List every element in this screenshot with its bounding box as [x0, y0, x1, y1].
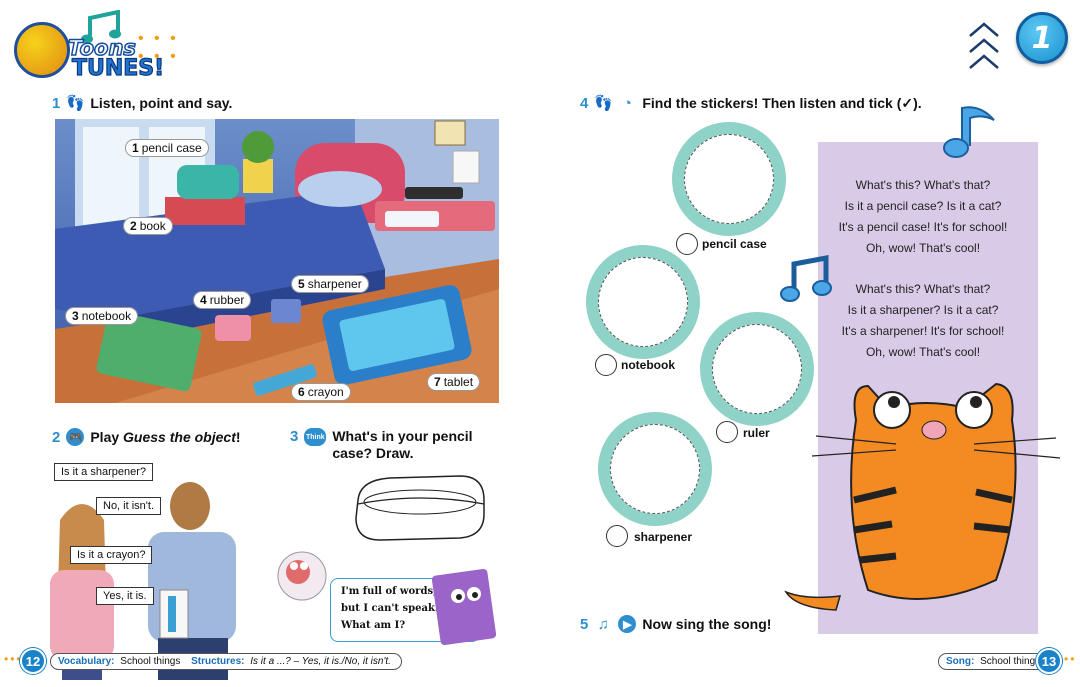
- activity-4-heading: 4 👣 ◔ Find the stickers! Then listen and…: [580, 94, 922, 113]
- lyric-line: What's this? What's that?: [855, 178, 991, 192]
- activity-title: Listen, point and say.: [90, 95, 233, 111]
- footer-dots-right: ••: [1064, 652, 1077, 666]
- book-character: [431, 568, 497, 646]
- vocab-value: School things: [120, 656, 181, 667]
- lyric-line: What's this? What's that?: [855, 282, 991, 296]
- lyric-line: It's a sharpener! It's for school!: [841, 324, 1005, 338]
- activity-number: 2: [52, 428, 61, 446]
- song-value: School things: [980, 656, 1041, 667]
- think-badge: Think: [304, 428, 327, 446]
- sticker-label: ruler: [743, 426, 770, 440]
- tick-box[interactable]: [606, 525, 628, 547]
- activity-title: Play Guess the object!: [90, 429, 241, 445]
- lyric-line: Is it a pencil case? Is it a cat?: [844, 199, 1002, 213]
- page-number-right: 13: [1036, 648, 1062, 674]
- activity-number: 1: [52, 94, 61, 112]
- activity-number: 4: [580, 94, 589, 112]
- footer-dots-left: •••: [4, 652, 23, 666]
- sticker-spot-sharpener[interactable]: [598, 412, 712, 526]
- tick-box[interactable]: [716, 421, 738, 443]
- structures-value: Is it a ...? – Yes, it is./No, it isn't.: [250, 656, 391, 667]
- listen-icon: 👣: [66, 95, 85, 112]
- pencil-case-outline: [355, 475, 485, 541]
- listen-icon: 👣: [594, 95, 613, 112]
- activity-title: Now sing the song!: [642, 616, 772, 632]
- footer-song-info: Song: School things: [938, 653, 1049, 670]
- riddle-line: What am I?: [341, 620, 406, 631]
- tick-box[interactable]: [595, 354, 617, 376]
- mascot-character: [277, 551, 327, 601]
- lyric-line: It's a pencil case! It's for school!: [838, 220, 1008, 234]
- lyric-line: Oh, wow! That's cool!: [865, 241, 981, 255]
- vocab-key: Vocabulary:: [58, 656, 115, 667]
- tick-box[interactable]: [676, 233, 698, 255]
- sticker-icon: ◔: [622, 94, 632, 112]
- logo-line2: TUNES!: [68, 55, 169, 82]
- music-icon: ♫: [597, 615, 609, 633]
- riddle-line: but I can't speak.: [341, 603, 439, 614]
- music-note-icon: [81, 10, 121, 44]
- play-icon[interactable]: ▶: [618, 615, 637, 633]
- logo-dots: • • • • • •: [138, 30, 179, 65]
- music-notes-icon: [780, 254, 832, 302]
- speech-bubble: Is it a crayon?: [70, 546, 153, 564]
- song-key: Song:: [946, 656, 975, 667]
- activity-number: 3: [290, 428, 299, 445]
- chevron-up-icon: [969, 22, 999, 69]
- sticker-spot-notebook[interactable]: [586, 245, 700, 359]
- toons-tunes-logo: Toons TUNES! • • • • • •: [10, 6, 180, 84]
- music-note-icon: [943, 106, 995, 158]
- unit-badge: 1: [1016, 12, 1068, 64]
- structures-key: Structures:: [191, 656, 245, 667]
- sticker-label: pencil case: [702, 237, 767, 251]
- activity-number: 5: [580, 615, 589, 633]
- footer-info: Vocabulary: School things Structures: Is…: [50, 653, 402, 670]
- riddle-line: I'm full of words,: [341, 586, 437, 597]
- sticker-spot-ruler[interactable]: [700, 312, 814, 426]
- activity-title: What's in your pencil case? Draw.: [332, 428, 473, 461]
- cat-character: [784, 382, 1061, 611]
- speech-bubble: Yes, it is.: [96, 587, 154, 605]
- activity-title: Find the stickers! Then listen and tick …: [642, 94, 922, 111]
- activity-5-heading: 5 ♫ ▶ Now sing the song!: [580, 615, 771, 633]
- sticker-label: notebook: [621, 358, 675, 372]
- speech-bubble: No, it isn't.: [96, 497, 162, 515]
- bedroom-illustration: [55, 119, 499, 403]
- activity-3-heading: 3 Think What's in your pencil case? Draw…: [290, 428, 482, 462]
- lyric-line: Oh, wow! That's cool!: [865, 345, 981, 359]
- lyric-line: Is it a sharpener? Is it a cat?: [847, 303, 999, 317]
- logo-disc: [14, 22, 70, 78]
- speech-bubble: Is it a sharpener?: [54, 463, 153, 481]
- page-number-left: 12: [20, 648, 46, 674]
- activity-2-heading: 2 🎮 Play Guess the object!: [52, 428, 241, 446]
- sticker-label: sharpener: [634, 530, 693, 544]
- game-icon: 🎮: [66, 428, 85, 446]
- sticker-spot-pencil-case[interactable]: [672, 122, 786, 236]
- activity-1-heading: 1 👣 Listen, point and say.: [52, 94, 233, 113]
